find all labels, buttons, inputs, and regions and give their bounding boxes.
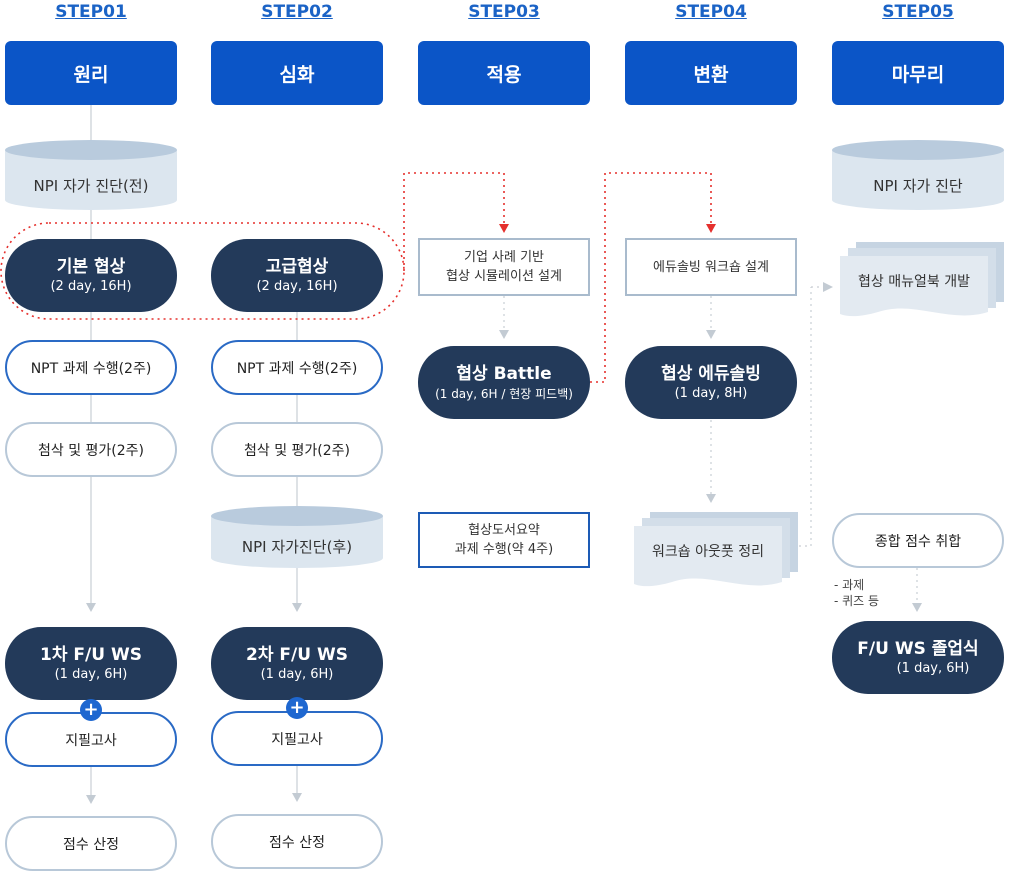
arrow-col1-fu <box>86 603 96 612</box>
npi-diagnosis-before: NPI 자가 진단(전) <box>5 140 177 210</box>
npi-diagnosis-after-label: NPI 자가진단(후) <box>241 537 353 556</box>
graduation-box: F/U WS 졸업식 (1 day, 6H) <box>832 621 1004 694</box>
edu-solving-box: 협상 에듀솔빙 (1 day, 8H) <box>625 346 797 419</box>
workshop-output-doc-icon <box>634 512 798 587</box>
advanced-negotiation-box: 고급협상 (2 day, 16H) <box>211 239 383 312</box>
negotiation-battle-title: 협상 Battle <box>456 363 552 384</box>
book-summary-line1: 협상도서요약 <box>468 523 540 538</box>
workshop-output-label: 워크숍 아웃풋 정리 <box>652 544 764 560</box>
advanced-negotiation-sub: (2 day, 16H) <box>256 278 338 294</box>
fu-ws-2-title: 2차 F/U WS <box>246 644 348 665</box>
step04-label: STEP04 <box>675 2 747 22</box>
phase-application: 적용 <box>418 41 590 105</box>
col2-written-exam: 지필고사 <box>211 711 383 766</box>
fu-ws-1-sub: (1 day, 6H) <box>54 666 128 682</box>
negotiation-battle-sub: (1 day, 6H / 현장 피드백) <box>435 386 573 401</box>
step02-label: STEP02 <box>261 2 333 22</box>
col1-evaluation: 첨삭 및 평가(2주) <box>5 422 177 477</box>
arrow-col2-score <box>292 793 302 802</box>
arrow-col1-score <box>86 795 96 804</box>
phase-transformation: 변환 <box>625 41 797 105</box>
arrow-col4-output <box>706 494 716 503</box>
step05-label: STEP05 <box>882 2 954 22</box>
fu-ws-2-sub: (1 day, 6H) <box>260 666 334 682</box>
workshop-design-box: 에듀솔빙 워크숍 설계 <box>625 238 797 296</box>
step03-label: STEP03 <box>468 2 540 22</box>
fu-ws-1-box: 1차 F/U WS (1 day, 6H) <box>5 627 177 700</box>
negotiation-battle-box: 협상 Battle (1 day, 6H / 현장 피드백) <box>418 346 590 419</box>
npi-diagnosis-before-label: NPI 자가 진단(전) <box>33 176 149 195</box>
col1-npt-task: NPT 과제 수행(2주) <box>5 340 177 395</box>
npi-diagnosis-final-label: NPI 자가 진단 <box>873 176 963 195</box>
col1-score: 점수 산정 <box>5 816 177 871</box>
simulation-design-line2: 협상 시뮬레이션 설계 <box>446 269 562 284</box>
arrow-col5-grad <box>912 603 922 612</box>
phase-principle: 원리 <box>5 41 177 105</box>
manual-book-doc-icon <box>840 242 1004 317</box>
arrow-col3-battle <box>499 330 509 339</box>
col2-npt-task: NPT 과제 수행(2주) <box>211 340 383 395</box>
arrow-col2-fu <box>292 603 302 612</box>
book-summary-box: 협상도서요약 과제 수행(약 4주) <box>418 512 590 568</box>
score-note-quiz: - 퀴즈 등 <box>834 594 880 608</box>
fu-ws-2-box: 2차 F/U WS (1 day, 6H) <box>211 627 383 700</box>
advanced-negotiation-title: 고급협상 <box>265 256 329 277</box>
total-score-collection: 종합 점수 취합 <box>832 513 1004 568</box>
red-link-step03 <box>403 172 505 271</box>
graduation-title: F/U WS 졸업식 <box>857 638 979 659</box>
red-link-step04 <box>590 172 712 383</box>
score-note-assignment: - 과제 <box>834 578 865 592</box>
basic-negotiation-box: 기본 협상 (2 day, 16H) <box>5 239 177 312</box>
arrow-col5-manual <box>823 282 833 292</box>
npi-diagnosis-after: NPI 자가진단(후) <box>211 506 383 568</box>
step01-label: STEP01 <box>55 2 127 22</box>
phase-deepening: 심화 <box>211 41 383 105</box>
fu-ws-1-title: 1차 F/U WS <box>40 644 142 665</box>
col1-plus-icon: + <box>80 699 102 721</box>
score-notes: - 과제 - 퀴즈 등 <box>834 577 879 609</box>
edu-solving-title: 협상 에듀솔빙 <box>661 363 761 384</box>
col2-plus-icon: + <box>286 697 308 719</box>
basic-negotiation-title: 기본 협상 <box>56 256 126 277</box>
arrow-col4-edu <box>706 330 716 339</box>
col2-score: 점수 산정 <box>211 814 383 869</box>
graduation-sub: (1 day, 6H) <box>896 660 970 676</box>
phase-finish: 마무리 <box>832 41 1004 105</box>
npi-diagnosis-final: NPI 자가 진단 <box>832 140 1004 210</box>
simulation-design-box: 기업 사례 기반 협상 시뮬레이션 설계 <box>418 238 590 296</box>
basic-negotiation-sub: (2 day, 16H) <box>50 278 132 294</box>
col2-evaluation: 첨삭 및 평가(2주) <box>211 422 383 477</box>
simulation-design-line1: 기업 사례 기반 <box>463 250 545 265</box>
book-summary-line2: 과제 수행(약 4주) <box>454 542 554 557</box>
edu-solving-sub: (1 day, 8H) <box>674 385 748 401</box>
manual-book-label: 협상 매뉴얼북 개발 <box>858 274 970 290</box>
